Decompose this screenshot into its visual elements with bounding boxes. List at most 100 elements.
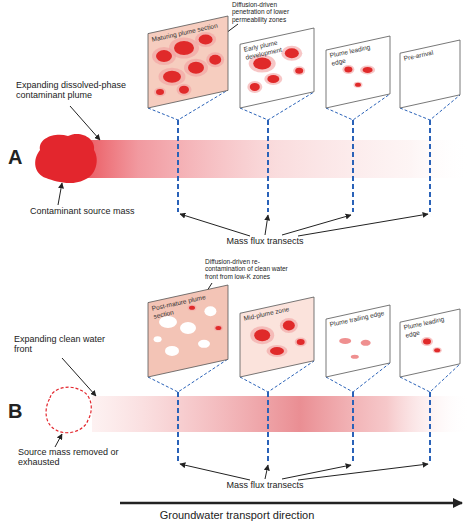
transect-lines-a xyxy=(178,120,430,212)
panel-sheet xyxy=(326,305,390,377)
concentration-zone xyxy=(351,355,359,359)
concentration-halo xyxy=(293,66,305,75)
concentration-zone xyxy=(180,322,196,334)
concentration-zone xyxy=(423,338,431,344)
leader-arrow xyxy=(58,183,62,205)
leader-arrow xyxy=(298,214,428,236)
panel-sheet xyxy=(240,28,314,108)
concentration-zone xyxy=(283,320,295,330)
transect-panel: Plume leading edge xyxy=(326,36,390,108)
transect-panel: Post-mature plume section xyxy=(148,285,228,377)
concentration-zone xyxy=(165,346,179,356)
concentration-zone xyxy=(209,55,221,65)
panel-letter: A xyxy=(8,146,32,169)
concentration-halo xyxy=(206,52,224,67)
transect-line xyxy=(429,392,431,462)
concentration-halo xyxy=(342,65,354,74)
transect-panel: Early plume development xyxy=(240,28,314,108)
transect-line xyxy=(352,392,354,462)
panel-letter: B xyxy=(8,400,32,423)
concentration-zone xyxy=(179,86,189,94)
concentration-zone xyxy=(434,348,440,352)
concentration-zone xyxy=(199,35,213,45)
transect-panel: Mid-plume zone xyxy=(240,297,314,377)
concentration-halo xyxy=(280,318,298,333)
transect-lines-b xyxy=(178,392,430,462)
transect-label: Mass flux transects xyxy=(215,236,315,246)
leader-arrow xyxy=(70,106,100,140)
concentration-zone xyxy=(297,339,305,345)
leader-arrow xyxy=(265,215,268,235)
concentration-halo xyxy=(421,337,433,346)
transect-line xyxy=(429,120,431,212)
concentration-halo xyxy=(433,347,442,353)
concentration-halo xyxy=(159,68,186,86)
leader-arrows-a xyxy=(58,24,428,236)
transect-label: Mass flux transects xyxy=(215,480,315,490)
concentration-zone xyxy=(188,62,204,74)
clean-front-label: Expanding clean water front xyxy=(14,334,109,355)
concentration-halo xyxy=(214,325,223,331)
concentration-zone xyxy=(215,326,221,330)
panel-sheet xyxy=(400,309,460,377)
flow-direction-arrow xyxy=(120,502,462,505)
concentration-zone xyxy=(339,338,351,344)
concentration-halo xyxy=(281,46,302,61)
callout-note: Diffusion-driven penetration of lower pe… xyxy=(232,1,308,23)
concentration-halo xyxy=(177,84,192,96)
concentration-halo xyxy=(169,38,199,59)
leader-arrow xyxy=(180,214,250,236)
panel-sheet xyxy=(148,285,228,377)
transect-panel: Plume leading edge xyxy=(400,309,460,377)
plume-label: Expanding dissolved-phase contaminant pl… xyxy=(16,80,134,101)
concentration-zone xyxy=(267,75,279,83)
panel-sheet xyxy=(240,297,314,377)
concentration-halo xyxy=(195,32,216,47)
concentration-zone xyxy=(344,66,352,72)
transect-line xyxy=(352,120,354,212)
concentration-zone xyxy=(361,340,371,346)
concentration-zone xyxy=(163,71,181,83)
concentration-zone xyxy=(156,89,164,95)
axis-label: Groundwater transport direction xyxy=(0,509,474,522)
leader-arrow xyxy=(62,358,96,396)
contaminant-plume-band xyxy=(80,140,470,178)
leader-arrow xyxy=(180,464,250,480)
concentration-halo xyxy=(247,81,262,93)
concentration-halo xyxy=(295,337,307,346)
concentration-halo xyxy=(267,345,288,357)
panel-sheet xyxy=(326,36,390,108)
source-label: Source mass removed or exhausted xyxy=(18,447,122,468)
transect-panel: Plume trailing edge xyxy=(326,305,390,377)
source-label: Contaminant source mass xyxy=(30,206,150,216)
leader-arrow xyxy=(282,465,351,479)
concentration-zone xyxy=(285,48,299,58)
concentration-halo xyxy=(264,73,282,85)
concentration-zone xyxy=(295,68,303,74)
concentration-zone xyxy=(250,83,260,91)
leader-arrow xyxy=(265,465,268,479)
concentration-halo xyxy=(354,82,363,88)
concentration-zone xyxy=(198,340,210,348)
transect-line xyxy=(267,120,269,212)
concentration-halo xyxy=(184,59,208,77)
concentration-zone xyxy=(154,336,162,342)
panel-sheet xyxy=(400,40,460,108)
concentration-halo xyxy=(154,87,166,96)
source-mass-blob xyxy=(35,134,97,183)
concentration-halo xyxy=(250,326,274,344)
leader-arrow xyxy=(55,434,62,447)
clean-water-plume-band xyxy=(92,396,470,432)
transect-line xyxy=(177,392,179,462)
concentration-zone xyxy=(156,50,172,62)
concentration-zone xyxy=(363,67,373,73)
concentration-zone xyxy=(253,58,271,70)
panel-sheet xyxy=(148,16,228,108)
concentration-zone xyxy=(254,329,270,341)
leader-arrow xyxy=(282,215,351,235)
concentration-zone xyxy=(270,347,284,355)
concentration-zone xyxy=(204,306,216,316)
transect-line xyxy=(267,392,269,462)
concentration-halo xyxy=(360,65,375,74)
